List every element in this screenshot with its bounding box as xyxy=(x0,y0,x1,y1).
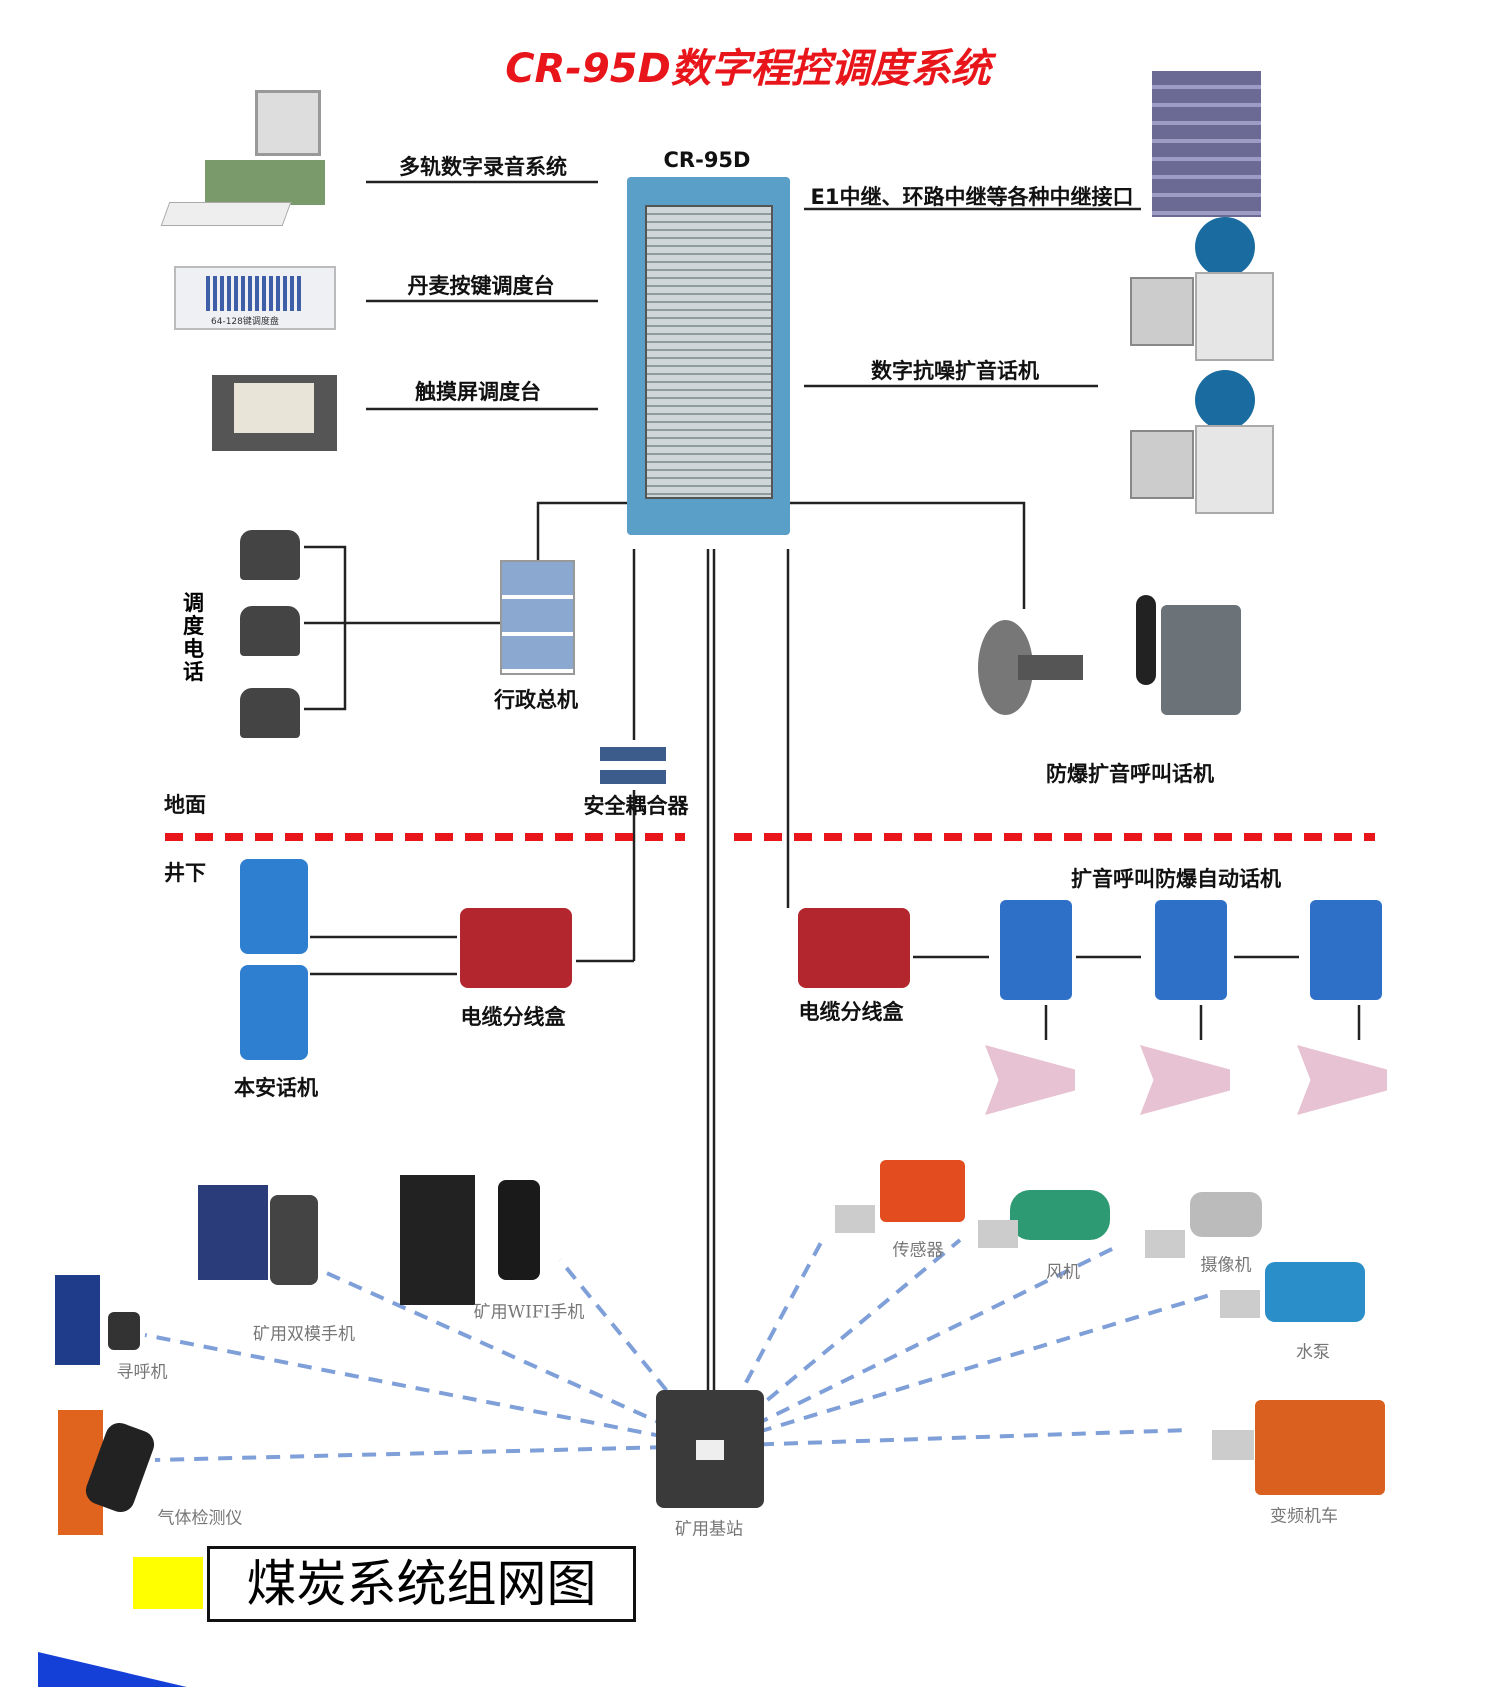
wireless-node-icon xyxy=(1212,1430,1254,1460)
touch-console-icon xyxy=(212,375,337,451)
ground-zone-label: 地面 xyxy=(164,793,206,817)
base-station-label: 矿用基站 xyxy=(675,1519,743,1540)
cabinet-label: CR-95D xyxy=(663,148,751,172)
cr95d-cabinet xyxy=(627,177,790,535)
dispatch-phone-icon xyxy=(240,688,300,738)
intrinsic-phone-icon xyxy=(240,965,308,1060)
wireless-links xyxy=(144,1234,1211,1462)
junction-box-icon xyxy=(798,908,910,988)
legend-swatch xyxy=(133,1557,203,1609)
intrinsic-phone-icon xyxy=(240,859,308,954)
auto-phone-icon xyxy=(1155,900,1227,1000)
locomotive-label: 变频机车 xyxy=(1270,1506,1338,1527)
dual-mode-worker-icon xyxy=(198,1185,268,1280)
dispatch-phone-icon xyxy=(240,530,300,580)
sensor-label: 传感器 xyxy=(892,1240,944,1261)
auto-phone-label: 扩音呼叫防爆自动话机 xyxy=(1071,867,1281,891)
building-icon xyxy=(1152,71,1261,217)
auto-phone-icon xyxy=(1310,900,1382,1000)
horn-speaker-icon xyxy=(978,620,1088,720)
noise-phone-icon-2 xyxy=(1130,370,1277,522)
bracket-dispatch-phones xyxy=(304,545,347,711)
wireless-node-icon xyxy=(835,1205,875,1233)
camera-icon xyxy=(1190,1192,1262,1237)
dual-mode-phone-icon xyxy=(270,1195,318,1285)
line-explosion-phone xyxy=(790,501,1026,609)
recording-system-computer-icon xyxy=(160,90,335,235)
key-console-icon: 64-128键调度盘 xyxy=(174,266,336,330)
junction-box-icon xyxy=(460,908,572,988)
safety-coupler-icon xyxy=(600,770,666,784)
safety-coupler-icon xyxy=(600,747,666,761)
admin-switch-icon xyxy=(500,560,575,675)
explosion-proof-phone-label: 防爆扩音呼叫话机 xyxy=(1046,762,1214,786)
recording-system-label: 多轨数字录音系统 xyxy=(399,155,567,179)
wifi-phone-icon xyxy=(498,1180,540,1280)
fan-icon xyxy=(1010,1190,1110,1240)
pager-worker-icon xyxy=(55,1275,100,1365)
trunk-label: E1中继、环路中继等各种中继接口 xyxy=(810,185,1134,209)
safety-coupler-label: 安全耦合器 xyxy=(583,794,689,818)
junction-box-left-label: 电缆分线盒 xyxy=(460,1005,566,1029)
auto-phone-icon xyxy=(1000,900,1072,1000)
wireless-node-icon xyxy=(978,1220,1018,1248)
legend-label: 煤炭系统组网图 xyxy=(207,1546,636,1622)
wireless-node-icon xyxy=(1145,1230,1185,1258)
line-admin-switch xyxy=(536,501,627,560)
dual-mode-phone-label: 矿用双模手机 xyxy=(253,1324,355,1345)
explosion-proof-phone-icon xyxy=(1136,595,1244,735)
admin-switch-label: 行政总机 xyxy=(494,688,578,712)
sensor-icon xyxy=(880,1160,965,1222)
pump-label: 水泵 xyxy=(1296,1342,1330,1363)
diagram-title: CR-95D数字程控调度系统 xyxy=(505,46,991,92)
noise-phone-icon xyxy=(1130,217,1277,364)
touch-console-label: 触摸屏调度台 xyxy=(415,380,541,404)
key-console-caption: 64-128键调度盘 xyxy=(211,317,279,327)
pager-label: 寻呼机 xyxy=(116,1362,168,1383)
pager-icon xyxy=(108,1312,140,1350)
wifi-worker-icon xyxy=(400,1175,475,1305)
pump-icon xyxy=(1265,1262,1365,1322)
wifi-phone-label: 矿用WIFI手机 xyxy=(473,1302,585,1323)
underground-zone-label: 井下 xyxy=(164,861,206,885)
dispatch-phone-label: 调度电话 xyxy=(183,591,204,684)
base-station-icon xyxy=(656,1390,764,1508)
noise-phone-label: 数字抗噪扩音话机 xyxy=(871,359,1039,383)
key-console-label: 丹麦按键调度台 xyxy=(407,274,555,298)
dispatch-phone-icon xyxy=(240,606,300,656)
camera-label: 摄像机 xyxy=(1200,1255,1252,1276)
intrinsic-phone-label: 本安话机 xyxy=(234,1076,318,1100)
wireless-node-icon xyxy=(1220,1290,1260,1318)
locomotive-icon xyxy=(1255,1400,1385,1495)
junction-box-right-label: 电缆分线盒 xyxy=(798,1000,904,1024)
gas-detector-label: 气体检测仪 xyxy=(157,1508,243,1529)
fan-label: 风机 xyxy=(1046,1262,1080,1283)
